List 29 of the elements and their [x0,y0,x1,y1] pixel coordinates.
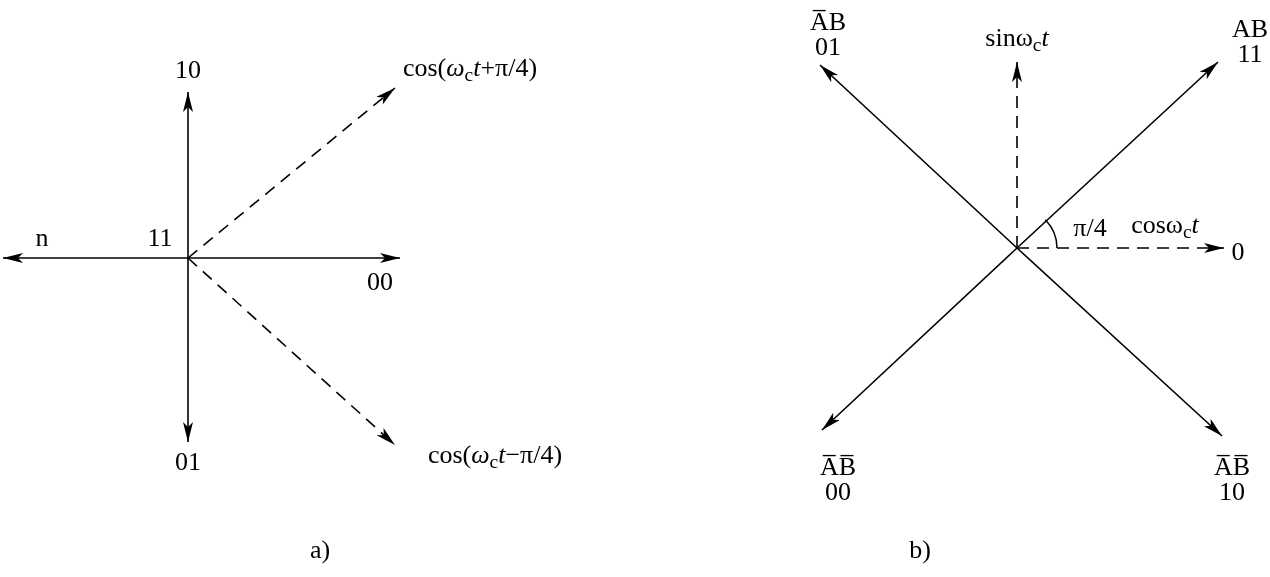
arrow [187,253,401,263]
panel-label: b) [909,537,931,563]
arrow [1016,61,1219,249]
vector-label: A̅B̅ 10 [1213,455,1251,505]
arrow [1016,247,1223,437]
vector-label: A̅B 01 [809,10,847,60]
vector-label: cos(ω$_{c}$t+π/4) [402,55,538,81]
axis-label: π/4 [1073,215,1107,241]
vector-label: AB 11 [1231,17,1269,67]
arrow [819,64,1018,249]
vector-label: 0 [1231,239,1245,265]
vector-label: cos(ω$_{c}$t−π/4) [427,442,563,468]
arrow [183,257,193,443]
vector-label: 01 [175,449,201,475]
vector-label: sinω$_{c}$t [985,25,1049,51]
axis-label: cosω$_{c}$t [1131,212,1199,238]
dashed-arrow [187,87,396,259]
vector-label: A̅B̅ 00 [819,455,857,505]
arrow [183,91,193,259]
vector-label: n [35,225,49,251]
dashed-arrow [1016,243,1225,253]
panel-label: a) [309,537,331,563]
dashed-arrow [1012,61,1022,249]
vector-label: 10 [175,57,201,83]
vector-label: 11 [147,225,173,251]
arrow [821,247,1018,431]
arrow [2,253,189,263]
dashed-arrow [187,257,396,446]
vector-label: 00 [367,269,393,295]
